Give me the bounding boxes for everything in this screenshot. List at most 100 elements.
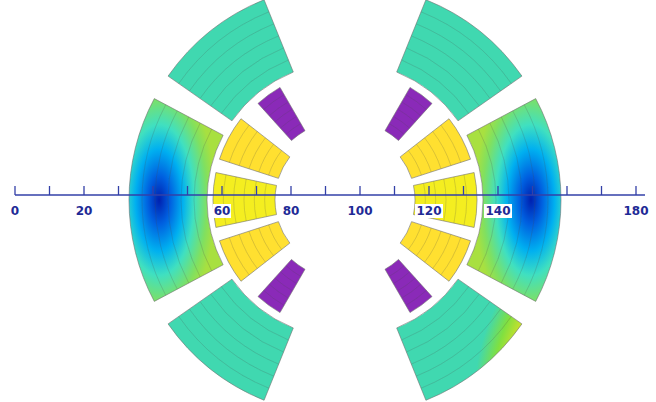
contour-line (254, 181, 256, 219)
contour-line (444, 179, 446, 221)
axis-label: 60 (213, 204, 232, 218)
axis-label: 80 (282, 204, 301, 218)
axis-tick (290, 186, 291, 195)
axis-tick (49, 186, 50, 195)
contour-line (269, 225, 282, 250)
contour-line (433, 234, 451, 268)
coil-block (168, 279, 293, 400)
contour-line (194, 129, 212, 271)
contour-line (234, 177, 236, 223)
axis-tick (221, 186, 222, 195)
contour-line (524, 105, 548, 296)
contour-line (389, 124, 404, 135)
coil-block (219, 222, 289, 282)
contour-line (200, 302, 279, 365)
axis-tick (359, 186, 360, 195)
contour-line (142, 105, 166, 296)
axis-tick (428, 186, 429, 195)
contour-line (501, 117, 522, 283)
contour-line (179, 316, 269, 388)
contour-line (441, 238, 461, 275)
contour-line (229, 238, 249, 275)
axis-line (15, 194, 645, 196)
axis-tick (532, 186, 533, 195)
contour-line (229, 125, 249, 162)
axis-label: 100 (346, 204, 373, 218)
contour-line (402, 60, 469, 113)
coil-block (213, 173, 277, 228)
contour-line (259, 228, 274, 256)
axis-label: 180 (622, 204, 649, 218)
contour-line (398, 109, 416, 122)
coil-block (219, 119, 289, 179)
contour-line (398, 278, 416, 291)
contour-line (406, 95, 427, 110)
coil-block (467, 99, 561, 302)
axis-tick (497, 186, 498, 195)
contour-line (393, 116, 409, 128)
contour-line (490, 123, 509, 277)
contour-line (286, 266, 301, 277)
contour-line (280, 272, 296, 284)
axis-label: 0 (10, 204, 20, 218)
coil-block (397, 279, 522, 400)
contour-line (425, 138, 441, 169)
coil-block (168, 0, 293, 121)
coil-block (400, 119, 470, 179)
contour-line (406, 294, 479, 352)
contour-line (416, 228, 431, 256)
contour-line (211, 294, 284, 352)
coil-block (413, 173, 477, 228)
contour-line (265, 183, 267, 216)
contour-line (408, 151, 421, 176)
contour-line (406, 290, 427, 305)
contour-line (275, 109, 293, 122)
contour-line (393, 272, 409, 284)
axis-tick (118, 186, 119, 195)
axis-tick (463, 186, 464, 195)
contour-line (478, 129, 496, 271)
contour-line (411, 36, 490, 99)
contour-line (221, 287, 288, 340)
axis-tick (601, 186, 602, 195)
contour-line (168, 117, 189, 283)
contour-line (155, 111, 177, 289)
contour-line (239, 234, 257, 268)
contour-line (286, 124, 301, 135)
contour-line (454, 177, 456, 223)
contour-line (211, 48, 284, 106)
contour-line (416, 24, 500, 91)
contour-line (421, 316, 511, 388)
axis-label: 20 (75, 204, 94, 218)
contour-line (269, 102, 288, 116)
contour-line (280, 116, 296, 128)
axis-tick (325, 186, 326, 195)
contour-line (402, 102, 421, 116)
contour-line (402, 287, 469, 340)
contour-line (389, 266, 404, 277)
coil-blocks (129, 0, 561, 400)
contour-line (239, 131, 257, 165)
contour-line (275, 278, 293, 291)
axis-label: 140 (484, 204, 511, 218)
axis-tick (566, 186, 567, 195)
axis-tick (635, 186, 636, 195)
contour-line (269, 284, 288, 298)
axis-tick (152, 186, 153, 195)
coil-block (129, 99, 223, 302)
contour-line (402, 284, 421, 298)
contour-line (200, 36, 279, 99)
contour-line (249, 231, 265, 262)
contour-line (269, 151, 282, 176)
contour-line (189, 309, 273, 376)
coil-block (385, 87, 432, 140)
coil-block (397, 0, 522, 121)
contour-line (416, 144, 431, 172)
contour-line (181, 123, 200, 277)
contour-line (513, 111, 535, 289)
axis-tick (256, 186, 257, 195)
contour-line (408, 225, 421, 250)
axis-tick (394, 186, 395, 195)
contour-line (411, 302, 490, 365)
